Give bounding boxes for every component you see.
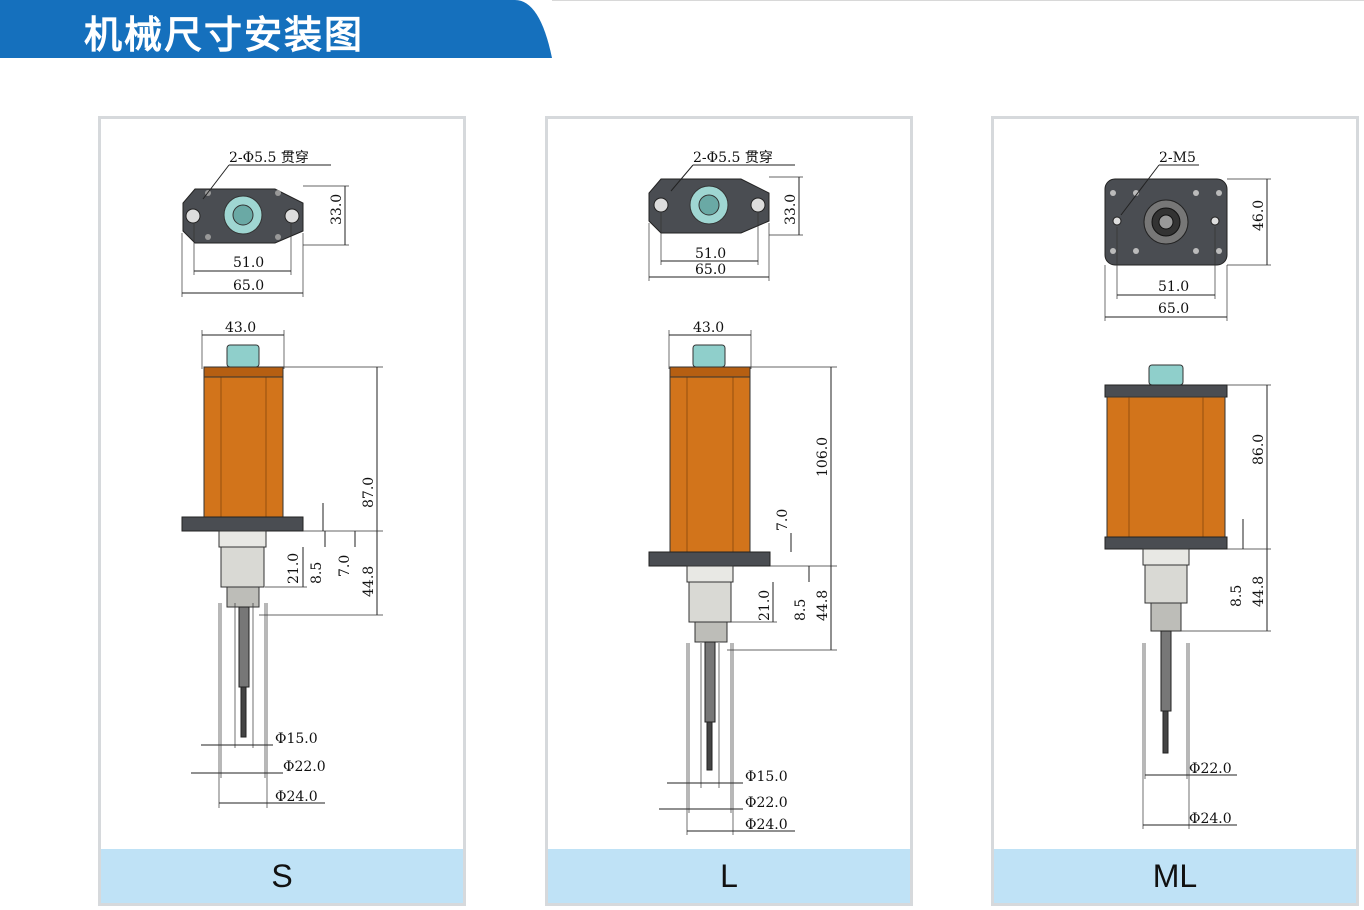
mount-hole-left bbox=[1112, 216, 1122, 226]
page-title: 机械尺寸安装图 bbox=[84, 13, 365, 57]
dim-inner-width: 51.0 bbox=[695, 246, 726, 262]
variant-label: S bbox=[271, 857, 293, 894]
dim-lower: 7.0 bbox=[337, 555, 353, 577]
mount-flange bbox=[648, 551, 771, 567]
dim-body-height: 87.0 bbox=[361, 477, 377, 508]
actuator-body bbox=[203, 366, 284, 518]
panel-variant-ml: 2-M5 46.0 51.0 65.0 bbox=[991, 116, 1359, 906]
dim-width: 43.0 bbox=[225, 320, 256, 336]
hole-note: 2-M5 bbox=[1159, 150, 1196, 166]
top-view bbox=[1104, 164, 1271, 321]
dim-neck: 21.0 bbox=[757, 590, 773, 621]
probe-rod bbox=[704, 641, 716, 723]
dim-height: 46.0 bbox=[1251, 200, 1267, 231]
hole-note: 2-Φ5.5 贯穿 bbox=[229, 150, 309, 166]
dim-inner-width: 51.0 bbox=[233, 255, 264, 271]
top-view bbox=[648, 164, 803, 281]
panel-variant-s: 2-Φ5.5 贯穿 33.0 51.0 65.0 bbox=[98, 116, 466, 906]
dim-outer-width: 65.0 bbox=[695, 262, 726, 278]
probe-rod bbox=[238, 606, 250, 688]
dim-flange: 7.0 bbox=[775, 509, 791, 531]
neck-housing bbox=[220, 546, 265, 588]
dim-d2: Φ22.0 bbox=[283, 759, 326, 775]
drawing-variant-ml: 2-M5 46.0 51.0 65.0 bbox=[1104, 150, 1271, 829]
dim-step: 8.5 bbox=[793, 599, 809, 621]
mount-hole-right bbox=[750, 197, 766, 213]
connector bbox=[226, 344, 260, 368]
neck-housing bbox=[1144, 564, 1188, 604]
mount-hole-left bbox=[653, 197, 669, 213]
section-header: 机械尺寸安装图 bbox=[0, 0, 552, 58]
mount-hole-left bbox=[185, 208, 201, 224]
dim-step: 8.5 bbox=[309, 562, 325, 584]
probe-rod bbox=[1160, 630, 1172, 712]
dim-d1: Φ15.0 bbox=[745, 769, 788, 785]
dim-d2: Φ22.0 bbox=[745, 795, 788, 811]
mount-flange bbox=[1104, 536, 1228, 550]
neck-housing bbox=[688, 581, 732, 623]
dim-height: 33.0 bbox=[783, 194, 799, 225]
dim-step: 8.5 bbox=[1229, 585, 1245, 607]
connector bbox=[1148, 364, 1184, 386]
variant-label: L bbox=[720, 857, 738, 894]
dim-body-height: 106.0 bbox=[815, 437, 831, 477]
actuator-body bbox=[1106, 396, 1226, 538]
side-view bbox=[1104, 364, 1271, 829]
header-tab-shape bbox=[0, 0, 552, 58]
variant-label: ML bbox=[1152, 857, 1198, 894]
connector bbox=[692, 344, 726, 368]
dim-inner-width: 51.0 bbox=[1158, 279, 1189, 295]
hole-note: 2-Φ5.5 贯穿 bbox=[693, 150, 773, 166]
top-rule bbox=[552, 0, 1364, 1]
variant-label-bar: S bbox=[101, 849, 463, 903]
drawing-variant-s: 2-Φ5.5 贯穿 33.0 51.0 65.0 bbox=[181, 150, 383, 808]
dim-d3: Φ24.0 bbox=[1189, 811, 1232, 827]
mount-hole-right bbox=[284, 208, 300, 224]
dim-d2: Φ22.0 bbox=[1189, 761, 1232, 777]
dim-height: 33.0 bbox=[329, 194, 345, 225]
dim-neck: 21.0 bbox=[286, 553, 302, 584]
drawing-variant-l: 2-Φ5.5 贯穿 33.0 51.0 65.0 bbox=[648, 150, 837, 835]
dim-below: 44.8 bbox=[1251, 576, 1267, 607]
top-view bbox=[181, 164, 349, 297]
dim-outer-width: 65.0 bbox=[233, 278, 264, 294]
actuator-body bbox=[669, 366, 751, 553]
side-view bbox=[181, 330, 383, 808]
dim-d3: Φ24.0 bbox=[275, 789, 318, 805]
panel-variant-l: 2-Φ5.5 贯穿 33.0 51.0 65.0 bbox=[545, 116, 913, 906]
dim-width: 43.0 bbox=[693, 320, 724, 336]
dim-outer-width: 65.0 bbox=[1158, 301, 1189, 317]
dim-below: 44.8 bbox=[815, 590, 831, 621]
dim-below: 44.8 bbox=[361, 566, 377, 597]
dim-d3: Φ24.0 bbox=[745, 817, 788, 833]
mount-flange bbox=[181, 516, 304, 532]
dim-d1: Φ15.0 bbox=[275, 731, 318, 747]
side-view bbox=[648, 330, 837, 835]
variant-label-bar: L bbox=[548, 849, 910, 903]
dim-body-height: 86.0 bbox=[1251, 434, 1267, 465]
mount-hole-right bbox=[1210, 216, 1220, 226]
variant-label-bar: ML bbox=[994, 849, 1356, 903]
